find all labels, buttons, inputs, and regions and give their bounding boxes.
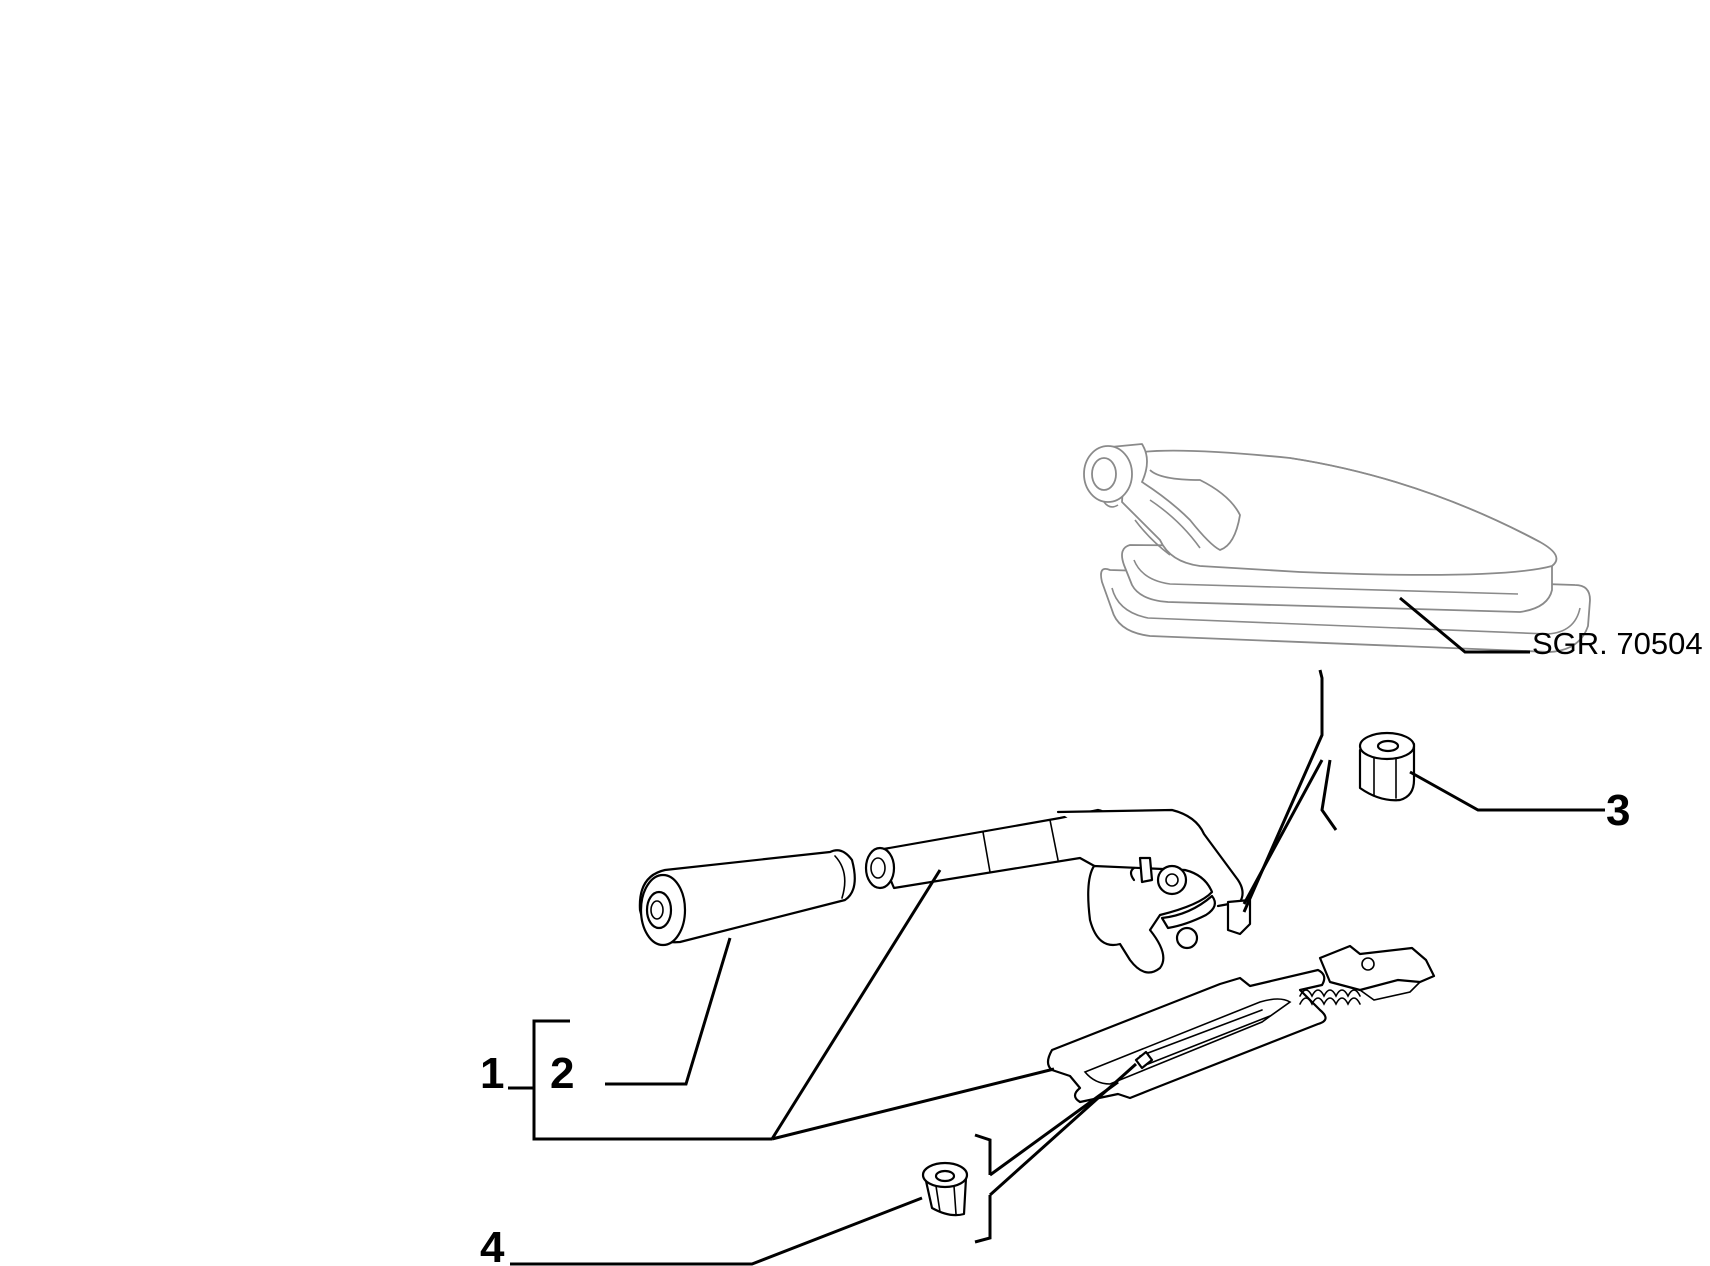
callout-3: 3: [1606, 786, 1630, 835]
callout-1-leader-sector-c: [1242, 759, 1324, 905]
part-4-nut-drawing: [921, 1161, 969, 1217]
callout-3-leader: [1409, 770, 1605, 812]
callout-1-leader-sector: [1242, 669, 1324, 913]
part-3-nut-drawing: [1358, 731, 1416, 802]
callout-4-leader-b: [988, 1062, 1138, 1197]
callout-4-bracket: [974, 1133, 992, 1244]
callout-1-leader-lever: [770, 869, 942, 1140]
callout-4: 4: [480, 1223, 505, 1266]
part-2-grip-drawing: [638, 849, 856, 947]
callout-2: 2: [550, 1049, 574, 1098]
callout-1: 1: [480, 1049, 504, 1098]
callout-1-leader-plate: [771, 1067, 1055, 1141]
callout-1-bracket: [532, 1019, 772, 1141]
lever-assembly-drawing: [864, 808, 1436, 1104]
callout-4-leader: [510, 1196, 923, 1266]
callout-1-leader-sector-b: [1320, 759, 1338, 831]
boot-reference-leader: [1399, 596, 1530, 654]
callout-2-leader: [605, 937, 732, 1086]
boot-reference-label: SGR. 70504: [1532, 626, 1703, 661]
gaiter-boot-drawing: [1083, 443, 1591, 653]
